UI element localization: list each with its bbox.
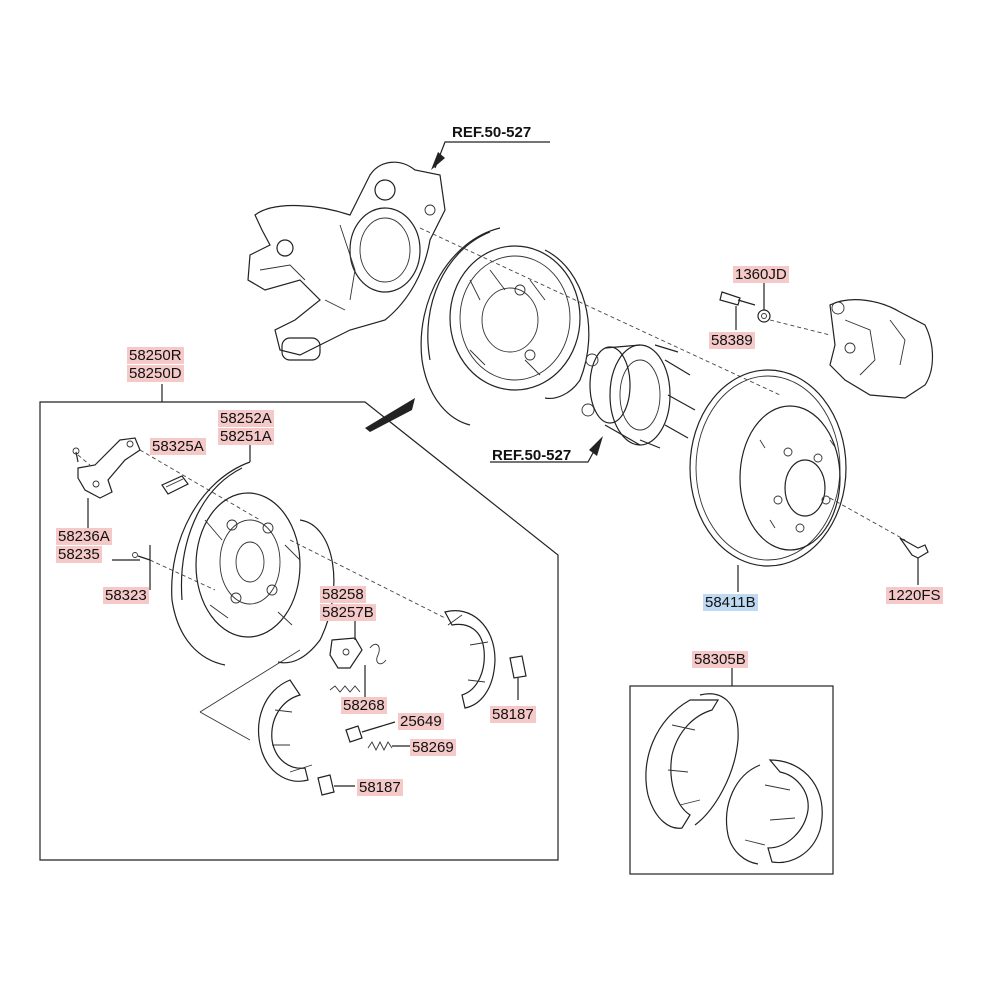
pin-58323: [132, 552, 151, 561]
backing-plate: [171, 461, 335, 666]
label-58323[interactable]: 58323: [103, 587, 149, 604]
nut-1360JD: [757, 309, 771, 323]
shoe-left: [258, 679, 313, 782]
label-58187-right[interactable]: 58187: [490, 706, 536, 723]
label-25649[interactable]: 25649: [398, 713, 444, 730]
brake-disc: [689, 369, 847, 567]
label-58235[interactable]: 58235: [56, 546, 102, 563]
label-58187-left[interactable]: 58187: [357, 779, 403, 796]
label-58325A[interactable]: 58325A: [150, 438, 206, 455]
adjuster-58187-right: [509, 655, 527, 679]
label-58269[interactable]: 58269: [410, 739, 456, 756]
shoe-kit-shoes: [645, 693, 823, 865]
label-58250D[interactable]: 58250D: [127, 365, 184, 382]
label-58257B[interactable]: 58257B: [320, 604, 376, 621]
label-58305B[interactable]: 58305B: [692, 651, 748, 668]
label-58252A[interactable]: 58252A: [218, 410, 274, 427]
caliper: [829, 299, 934, 399]
label-58251A[interactable]: 58251A: [218, 428, 274, 445]
label-58258[interactable]: 58258: [320, 586, 366, 603]
label-58268[interactable]: 58268: [341, 697, 387, 714]
label-58411B[interactable]: 58411B: [703, 594, 758, 611]
ref-label-top: REF.50-527: [452, 124, 532, 141]
clip-58325A: [161, 475, 189, 495]
backing-plate-assembly-top: [420, 227, 590, 426]
label-58250R[interactable]: 58250R: [127, 347, 184, 364]
label-58389[interactable]: 58389: [709, 332, 755, 349]
label-58236A[interactable]: 58236A: [56, 528, 112, 545]
label-1220FS[interactable]: 1220FS: [886, 587, 943, 604]
steering-knuckle: [247, 161, 446, 361]
adjuster-58187-left: [317, 774, 335, 796]
hub-bearing: [581, 344, 696, 449]
label-1360JD[interactable]: 1360JD: [733, 266, 789, 283]
bolt-58389: [719, 291, 756, 306]
bolt-1220FS: [899, 537, 929, 559]
spring-58268: [329, 685, 361, 693]
ref-label-hub: REF.50-527: [492, 447, 572, 464]
shoe-right: [444, 610, 496, 709]
adjuster-25649: [345, 725, 363, 743]
assembly-box: [39, 401, 559, 861]
bracket-58236A: [77, 437, 141, 499]
lever-58258: [329, 637, 387, 669]
spring-58269: [367, 740, 393, 752]
